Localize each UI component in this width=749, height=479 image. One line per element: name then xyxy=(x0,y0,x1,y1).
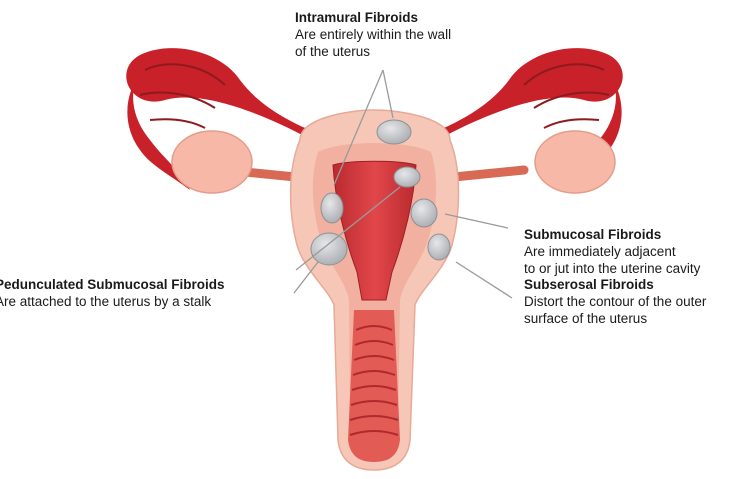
fibroid-submucosal xyxy=(411,199,437,227)
submucosal-title: Submucosal Fibroids xyxy=(524,226,700,243)
fibroid-intramural-top xyxy=(377,120,411,144)
intramural-label: Intramural Fibroids Are entirely within … xyxy=(295,9,451,60)
submucosal-desc-line-2: to or jut into the uterine cavity xyxy=(524,260,700,277)
subserosal-desc-line-2: surface of the uterus xyxy=(524,310,706,327)
pedunculated-desc-line-1: Are attached to the uterus by a stalk xyxy=(0,293,225,310)
fibroid-subserosal-right xyxy=(428,234,450,260)
left-ovary xyxy=(172,131,252,193)
submucosal-label: Submucosal Fibroids Are immediately adja… xyxy=(524,226,700,277)
leader-subserosal xyxy=(456,262,512,298)
fibroid-subserosal-left xyxy=(311,233,347,265)
submucosal-desc-line-1: Are immediately adjacent xyxy=(524,243,700,260)
subserosal-title: Subserosal Fibroids xyxy=(524,276,706,293)
fibroid-pedunculated-submucosal xyxy=(394,167,420,187)
pedunculated-title: Pedunculated Submucosal Fibroids xyxy=(0,276,225,293)
subserosal-label: Subserosal Fibroids Distort the contour … xyxy=(524,276,706,327)
right-ovary xyxy=(535,131,615,193)
pedunculated-label: Pedunculated Submucosal Fibroids Are att… xyxy=(0,276,225,310)
intramural-desc-line-1: Are entirely within the wall xyxy=(295,26,451,43)
subserosal-desc-line-1: Distort the contour of the outer xyxy=(524,293,706,310)
fibroid-intramural-left xyxy=(321,193,343,223)
intramural-title: Intramural Fibroids xyxy=(295,9,451,26)
intramural-desc-line-2: of the uterus xyxy=(295,43,451,60)
